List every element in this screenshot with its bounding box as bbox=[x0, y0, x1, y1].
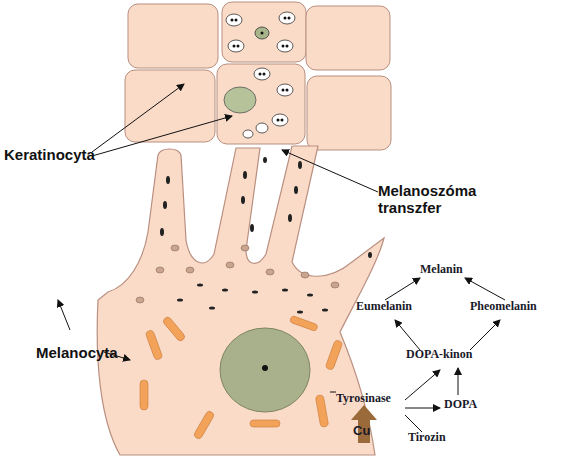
copper-arrow bbox=[351, 405, 377, 443]
melanosomes bbox=[160, 157, 372, 314]
leader-lines bbox=[58, 84, 378, 360]
premelanosomes bbox=[136, 245, 339, 303]
cofactor-label: Cu bbox=[353, 424, 370, 439]
pathway-label: Pheomelanin bbox=[470, 300, 537, 314]
enzyme-label: Tyrosinase bbox=[336, 392, 391, 406]
melanocyte-body bbox=[97, 146, 384, 455]
nucleus bbox=[220, 328, 310, 412]
part-label: Keratinocyta bbox=[4, 146, 95, 163]
part-label: Melanoszóma transzfer bbox=[378, 182, 488, 217]
pathway-label: DOPA-kinon bbox=[406, 348, 472, 362]
nucleolus bbox=[262, 365, 268, 371]
organelles bbox=[140, 315, 343, 440]
pathway-label: Melanin bbox=[420, 263, 463, 277]
pathway-label: DOPA bbox=[444, 398, 477, 412]
pathway-label: Tirozin bbox=[408, 431, 446, 445]
part-label: Melanocyta bbox=[36, 344, 118, 361]
keratinocyte-contents bbox=[224, 12, 295, 138]
pathway-label: Eumelanin bbox=[356, 300, 412, 314]
keratinocyte-cells bbox=[125, 2, 391, 150]
